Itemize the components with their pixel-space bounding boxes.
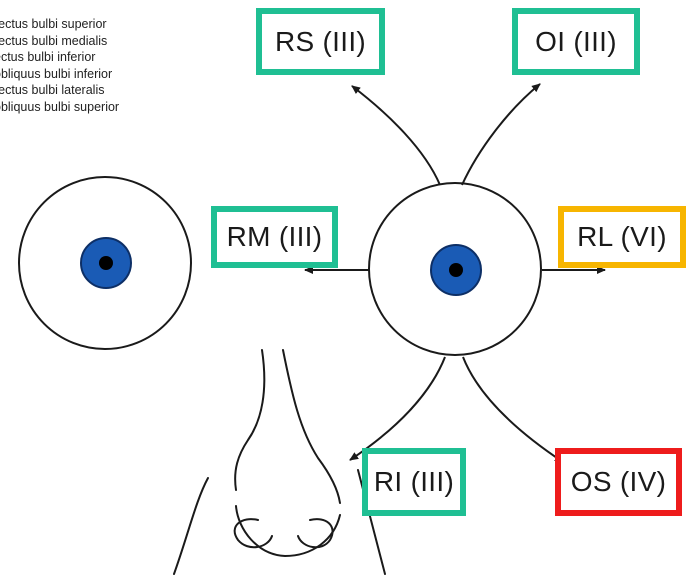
legend-item: ectus bulbi inferior [0, 49, 119, 66]
legend-item: obliquus bulbi inferior [0, 66, 119, 83]
left-pupil [99, 256, 113, 270]
nostril-right [298, 519, 333, 547]
label-rm: RM (III) [211, 206, 338, 268]
label-oi: OI (III) [512, 8, 640, 75]
label-rl: RL (VI) [558, 206, 686, 268]
right-eye [369, 183, 541, 355]
legend-item: rectus bulbi medialis [0, 33, 119, 50]
legend-item: rectus bulbi lateralis [0, 82, 119, 99]
nose-bridge-right [283, 350, 340, 503]
arrow-os [463, 357, 563, 462]
legend-item: rectus bulbi superior [0, 16, 119, 33]
nose-tip [236, 506, 340, 556]
ala-left [174, 478, 208, 574]
right-pupil [449, 263, 463, 277]
nose-bridge-left [235, 350, 264, 490]
arrow-oi [462, 84, 540, 185]
label-ri: RI (III) [362, 448, 466, 516]
muscle-legend: rectus bulbi superior rectus bulbi media… [0, 16, 119, 116]
arrow-ri [350, 357, 445, 460]
nose-outline [174, 350, 385, 574]
label-os: OS (IV) [555, 448, 682, 516]
arrow-rs [352, 86, 440, 185]
legend-item: obliquus bulbi superior [0, 99, 119, 116]
label-rs: RS (III) [256, 8, 385, 75]
left-eye [19, 177, 191, 349]
